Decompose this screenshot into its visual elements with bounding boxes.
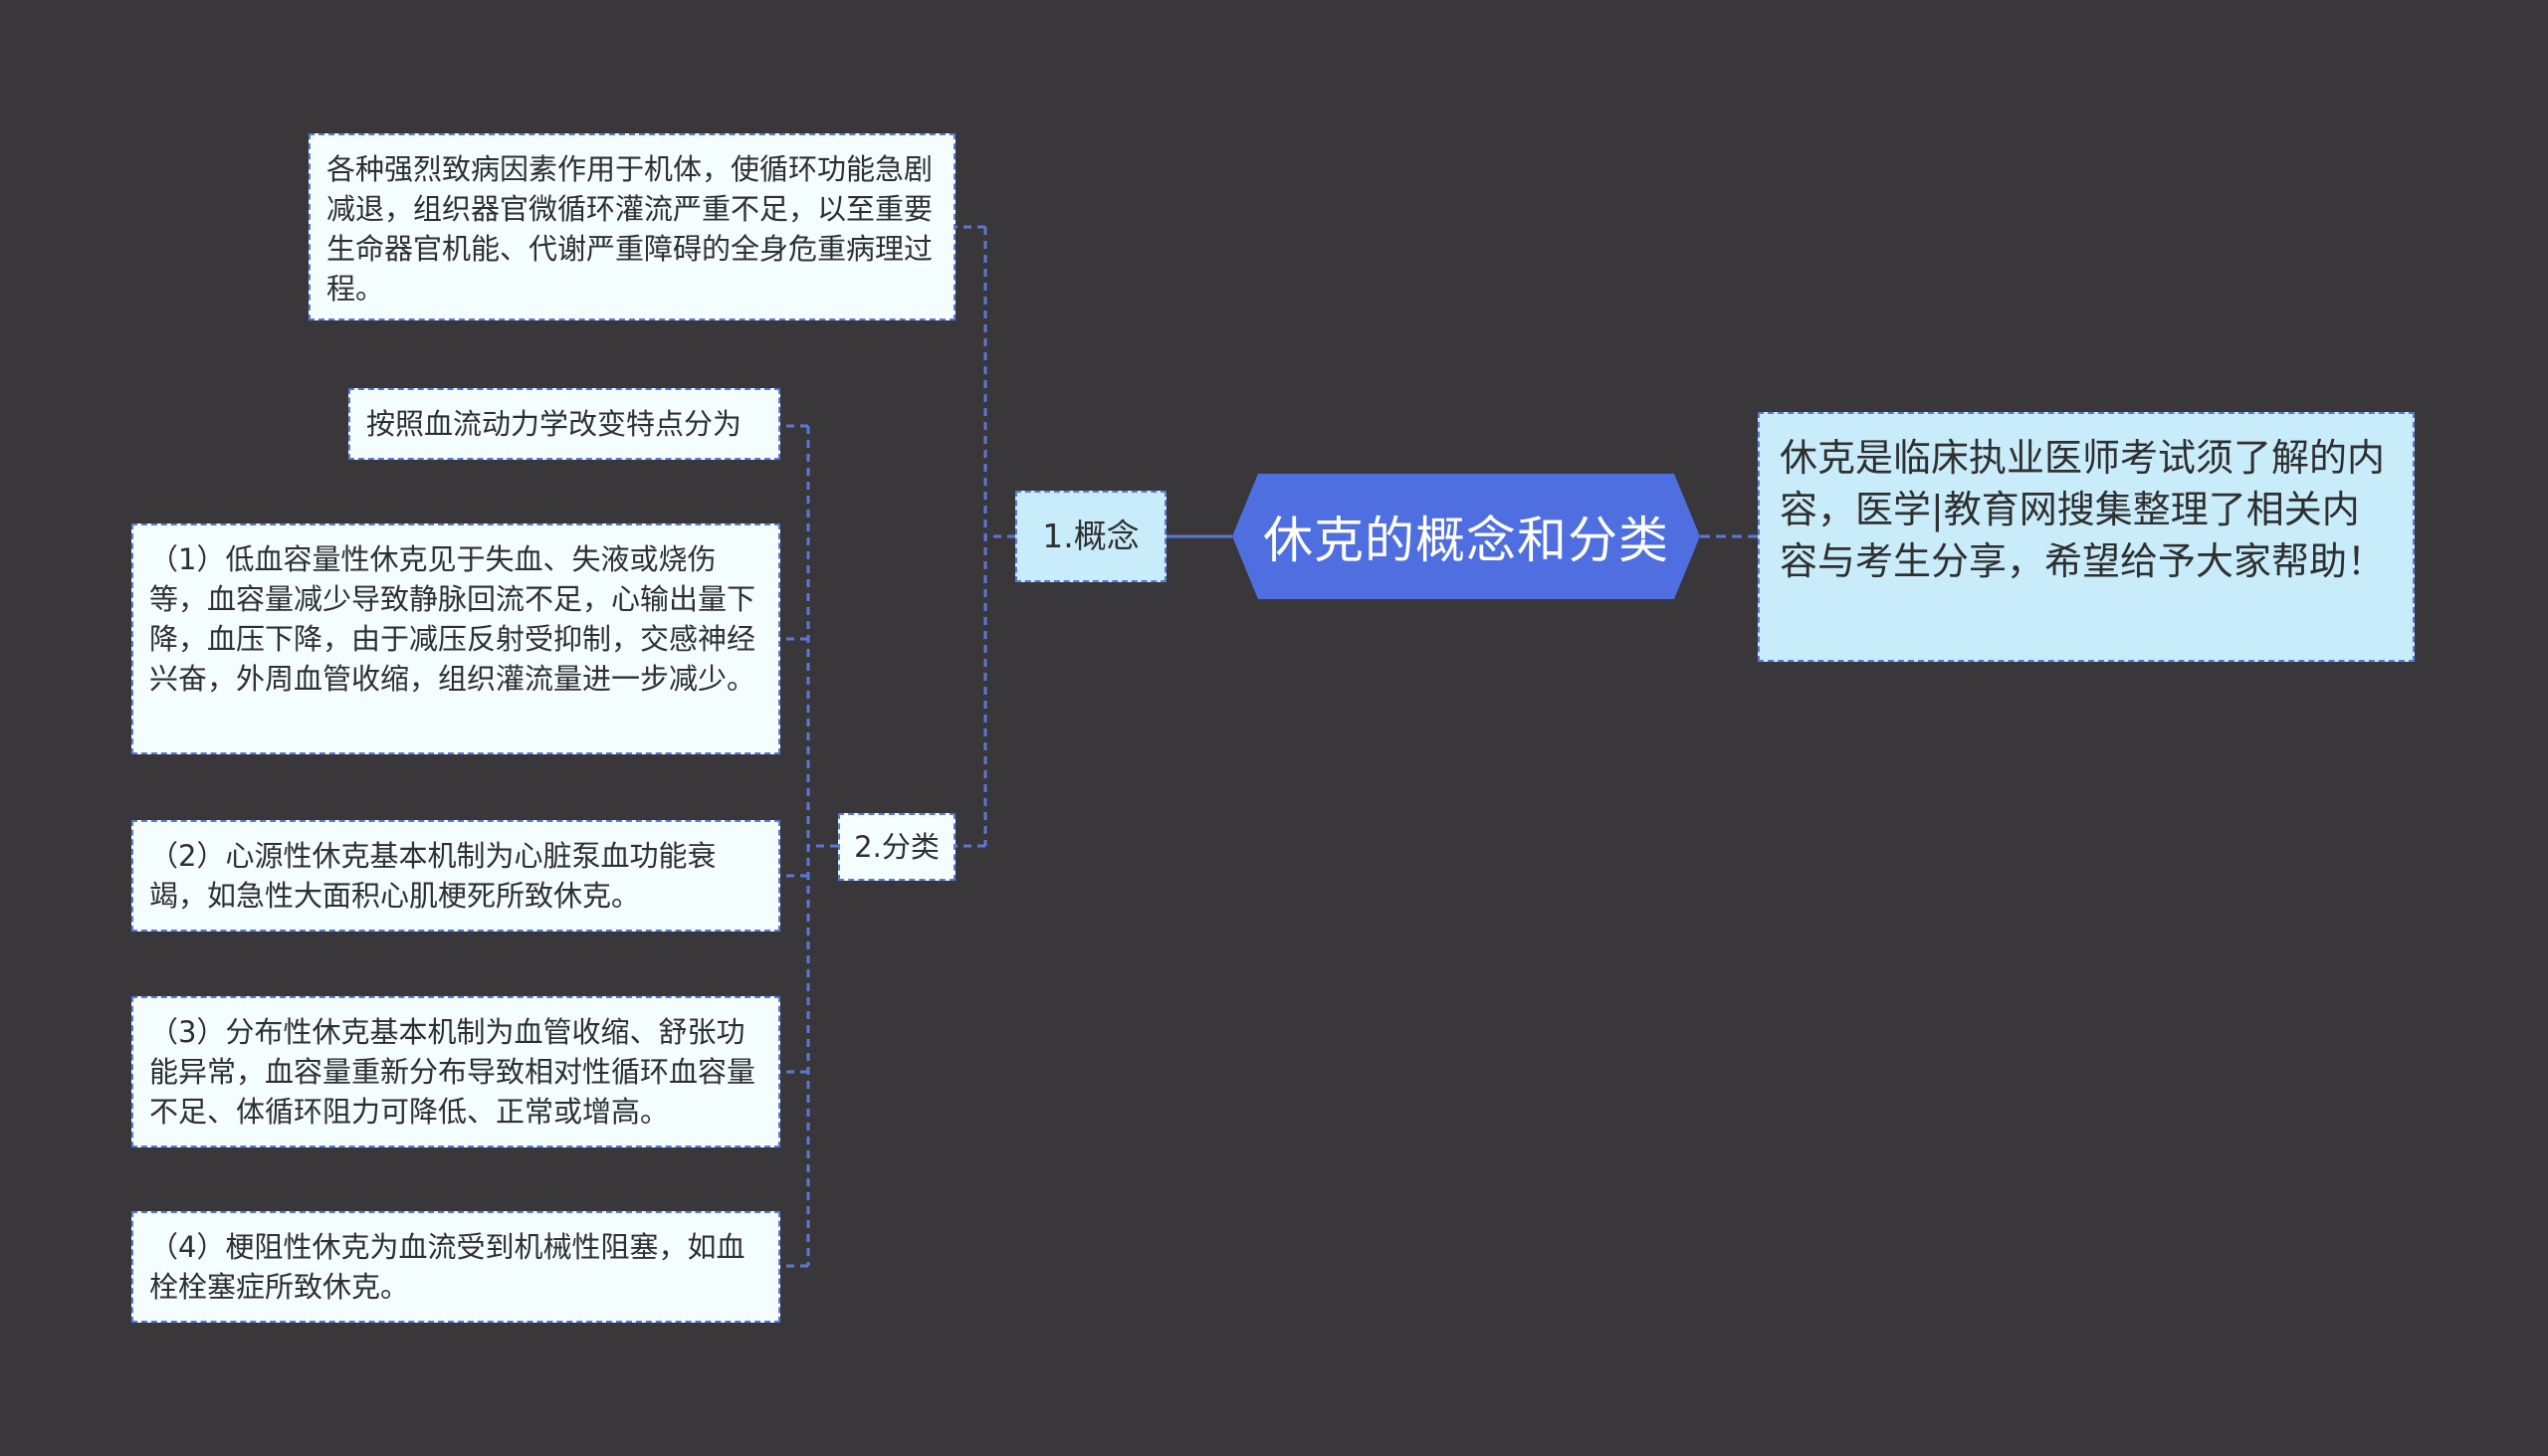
classification-intro-text: 按照血流动力学改变特点分为 bbox=[366, 407, 743, 441]
classification-distributive-text: （3）分布性休克基本机制为血管收缩、舒张功能异常，血容量重新分布导致相对性循环血… bbox=[149, 1015, 756, 1129]
branch-classification[interactable]: 2.分类 bbox=[838, 813, 956, 881]
classification-cardiogenic[interactable]: （2）心源性休克基本机制为心脏泵血功能衰竭，如急性大面积心肌梗死所致休克。 bbox=[131, 820, 780, 932]
classification-cardiogenic-text: （2）心源性休克基本机制为心脏泵血功能衰竭，如急性大面积心肌梗死所致休克。 bbox=[149, 839, 717, 913]
intro-note[interactable]: 休克是临床执业医师考试须了解的内容，医学|教育网搜集整理了相关内容与考生分享，希… bbox=[1758, 412, 2415, 662]
root-node-label[interactable]: 休克的概念和分类 bbox=[1263, 512, 1669, 569]
concept-definition-text: 各种强烈致病因素作用于机体，使循环功能急剧减退，组织器官微循环灌流严重不足，以至… bbox=[326, 152, 934, 306]
root-node-shape bbox=[1232, 474, 1700, 599]
classification-hypovolemic-text: （1）低血容量性休克见于失血、失液或烧伤等，血容量减少导致静脉回流不足，心输出量… bbox=[149, 542, 756, 696]
branch-classification-label: 2.分类 bbox=[854, 829, 940, 864]
concept-definition[interactable]: 各种强烈致病因素作用于机体，使循环功能急剧减退，组织器官微循环灌流严重不足，以至… bbox=[309, 133, 956, 320]
classification-obstructive[interactable]: （4）梗阻性休克为血流受到机械性阻塞，如血栓栓塞症所致休克。 bbox=[131, 1211, 780, 1323]
classification-distributive[interactable]: （3）分布性休克基本机制为血管收缩、舒张功能异常，血容量重新分布导致相对性循环血… bbox=[131, 996, 780, 1147]
classification-hypovolemic[interactable]: （1）低血容量性休克见于失血、失液或烧伤等，血容量减少导致静脉回流不足，心输出量… bbox=[131, 523, 780, 754]
branch-concept-label: 1.概念 bbox=[1042, 517, 1140, 556]
intro-note-text: 休克是临床执业医师考试须了解的内容，医学|教育网搜集整理了相关内容与考生分享，希… bbox=[1780, 436, 2386, 583]
branch-concept[interactable]: 1.概念 bbox=[1015, 491, 1167, 582]
classification-intro[interactable]: 按照血流动力学改变特点分为 bbox=[348, 388, 780, 460]
classification-obstructive-text: （4）梗阻性休克为血流受到机械性阻塞，如血栓栓塞症所致休克。 bbox=[149, 1230, 745, 1304]
